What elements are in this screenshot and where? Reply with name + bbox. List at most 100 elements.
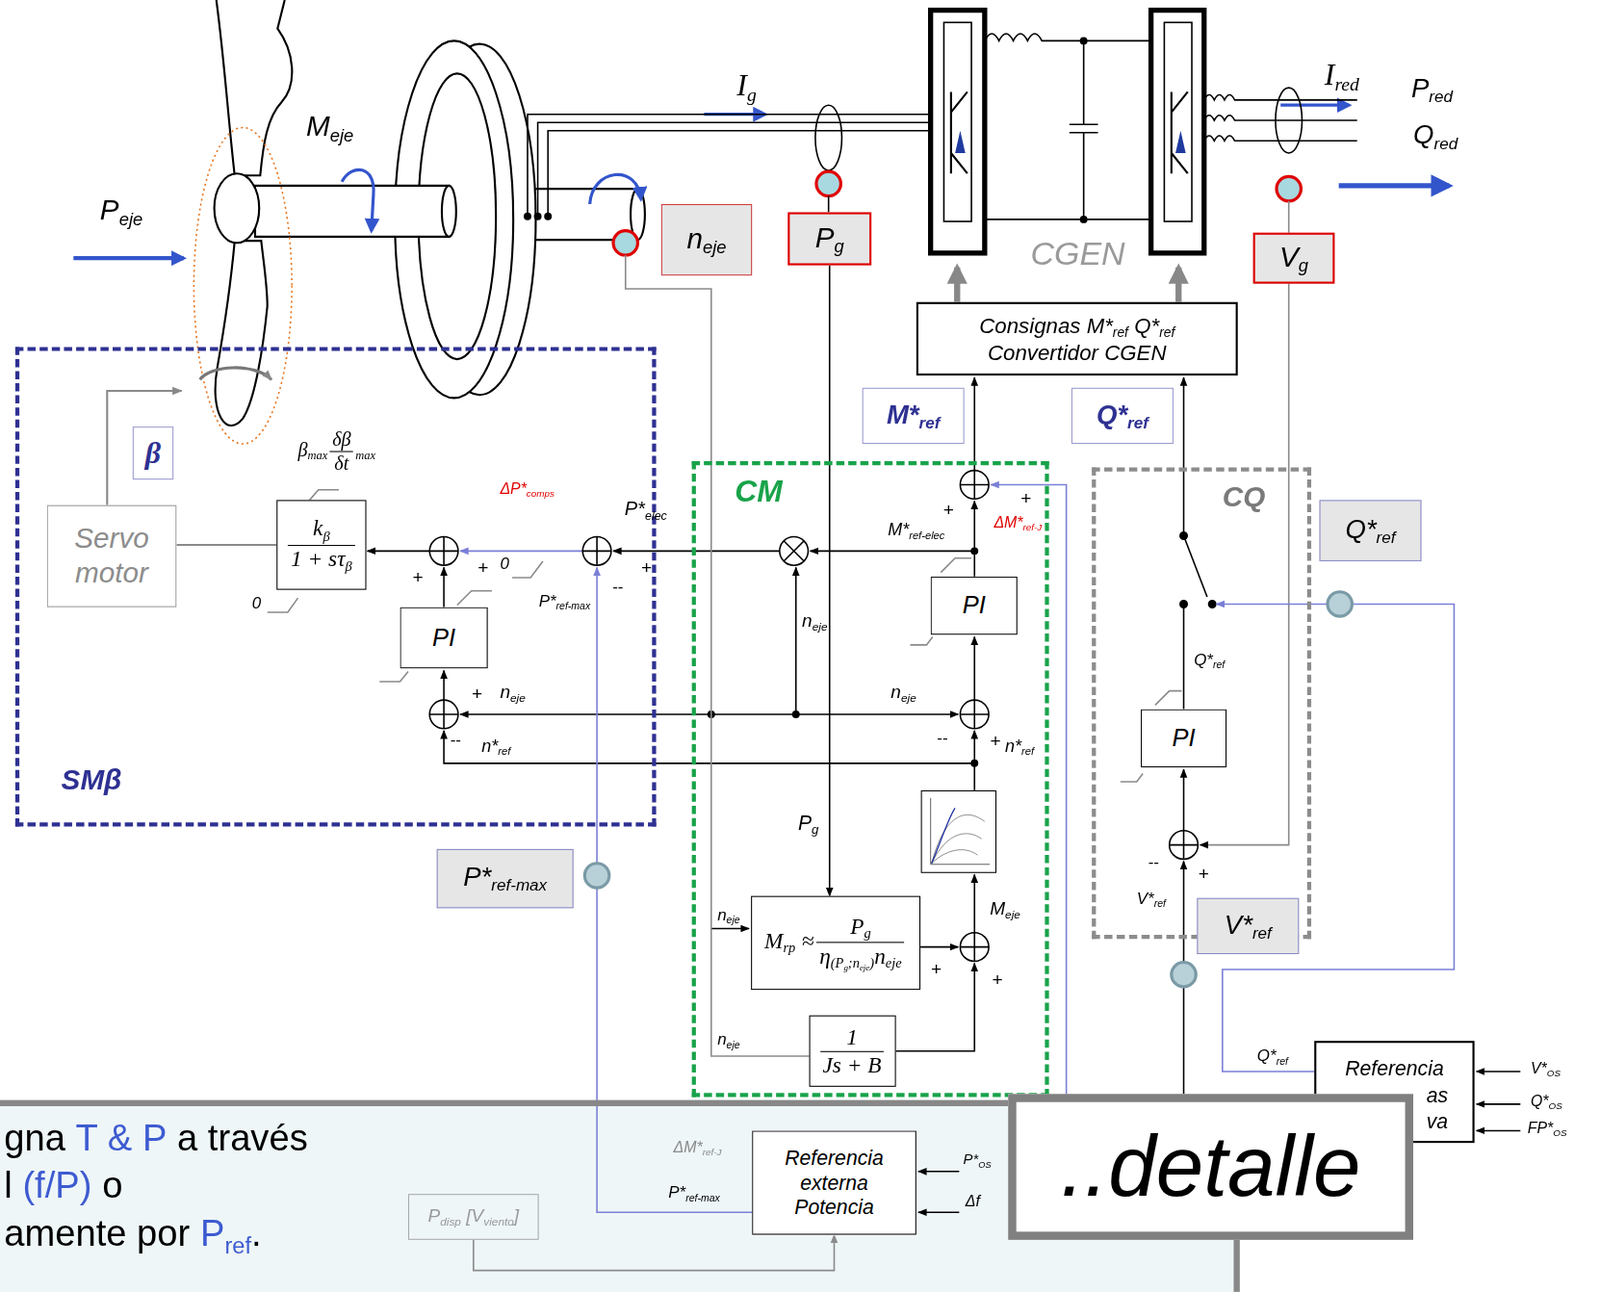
signal-label: + (477, 557, 489, 579)
text-line: CM (734, 473, 782, 511)
signal-label: ref (1212, 659, 1225, 671)
power-converter (1204, 135, 1358, 141)
signal-wire (711, 713, 959, 716)
signal-label: -- (612, 577, 623, 595)
text-line: + (991, 969, 1003, 991)
signal-wire (613, 550, 780, 553)
formula-block-text: eje (885, 954, 903, 971)
signal-label: eje (330, 125, 355, 146)
note-panel-text: amente por (3, 1212, 190, 1254)
text-line: Convertidor CGEN (979, 339, 1175, 366)
setpoint-box-text: M* (1086, 312, 1113, 336)
signal-label: n (499, 681, 511, 702)
power-arrows (1339, 182, 1449, 188)
summing-junction (582, 537, 612, 567)
pitch-tag-text: β (145, 436, 161, 470)
signal-label: Qred (1413, 120, 1458, 154)
reference-tag-text: P* (463, 861, 491, 893)
power-arrows (590, 174, 642, 205)
signal-label: neje (499, 681, 525, 705)
measurement-wire (106, 390, 181, 506)
text-line: Ig (736, 67, 756, 106)
signal-label: eje (726, 1038, 741, 1051)
signal-label: Q*ref (1193, 650, 1225, 671)
setpoint-port (584, 592, 1352, 987)
signal-label: eje (1005, 907, 1021, 921)
power-arrows (73, 104, 1449, 259)
power-arrows (1280, 103, 1349, 107)
signal-box-text: P (815, 221, 835, 254)
signal-connector (176, 543, 277, 546)
signal-box-text: V (1279, 240, 1299, 273)
power-converter (943, 22, 972, 222)
measurement-wire (200, 367, 272, 380)
sensor (816, 171, 841, 196)
signal-label: P*ref-max (539, 592, 592, 613)
signal-label: CGEN (1031, 234, 1126, 273)
characteristic-curve (930, 798, 990, 865)
signal-box: Vg (1253, 232, 1336, 284)
signal-wire (442, 567, 445, 607)
setpoint-box-text: Convertidor CGEN (987, 340, 1167, 364)
characteristic-curve (931, 807, 955, 863)
signal-label: g (811, 822, 819, 837)
setpoint-box-text: ref (1159, 324, 1175, 340)
transfer-block: 1Js + B (808, 1015, 896, 1087)
summing-junction (959, 470, 989, 500)
numerator: kβ (287, 516, 355, 545)
input-tag: Pdisp[Vviento] (408, 1193, 540, 1240)
reference-block-text: as (1426, 1083, 1448, 1107)
signal-wire (1180, 532, 1188, 540)
text-line: P*ref-max (668, 1184, 721, 1205)
node-content: M*ref (886, 398, 941, 434)
reference-tag-text: ref (1376, 527, 1396, 546)
text-line: Pred (1411, 73, 1453, 106)
formula-block-text: ;n (848, 954, 860, 971)
formula-block: Mrp≈Pgη(Pg;neje)neje (750, 896, 921, 991)
characteristic-curve (931, 814, 985, 863)
subscript: (Pg;neje) (830, 954, 875, 971)
summing-junction (1169, 830, 1199, 860)
text-line: Q*ref (1257, 1047, 1289, 1068)
signal-label: + (942, 499, 954, 521)
fraction: Pgη(Pg;neje)neje (816, 912, 904, 973)
signal-label: + (989, 730, 1001, 752)
summing-junction (1169, 830, 1199, 860)
signal-wire (973, 874, 976, 932)
formula-block-text: (P (830, 954, 845, 971)
text-line: Peje (100, 193, 143, 231)
text-line: 1Js + B (817, 1024, 887, 1078)
signal-label: n*ref (1005, 736, 1034, 758)
signal-label: eje (901, 691, 917, 704)
text-line: + (641, 557, 652, 579)
signal-label: V*OS (1530, 1058, 1561, 1080)
setpoint-box: ConsignasM*refQ*refConvertidor CGEN (916, 302, 1239, 376)
signal-wire (827, 196, 830, 213)
text-line: amente porPref. (3, 1210, 309, 1261)
signal-label: P*ref-max (668, 1184, 721, 1205)
signal-wire (460, 713, 712, 716)
signal-wire (1209, 600, 1216, 608)
signal-label: n (717, 905, 726, 924)
signal-label: Peje (100, 193, 143, 231)
signal-label: + (471, 683, 483, 704)
signal-label: red (1433, 133, 1458, 153)
reference-tag-text: ref (919, 412, 941, 432)
text-line: Servo motor (55, 521, 169, 591)
node-content: neje (686, 221, 726, 259)
signal-box-text: eje (702, 236, 727, 258)
summing-junction (429, 699, 459, 729)
signal-label: ref-J (1022, 522, 1042, 534)
signal-wire (973, 500, 976, 576)
external-setpoint-wire (460, 550, 583, 553)
signal-label: + (412, 567, 423, 588)
control-region: CMPIMrp≈Pgη(Pg;neje)neje1Js + B (692, 461, 1050, 1097)
formula-block-text: η (819, 942, 831, 968)
text-line: Pg (815, 220, 845, 259)
text-line: V*OS (1530, 1058, 1561, 1080)
input-tag-text: P (427, 1205, 440, 1226)
text-line: V*ref (1136, 889, 1166, 910)
formula-block-text: ≈ (801, 928, 815, 954)
node-content: PI (962, 591, 986, 621)
